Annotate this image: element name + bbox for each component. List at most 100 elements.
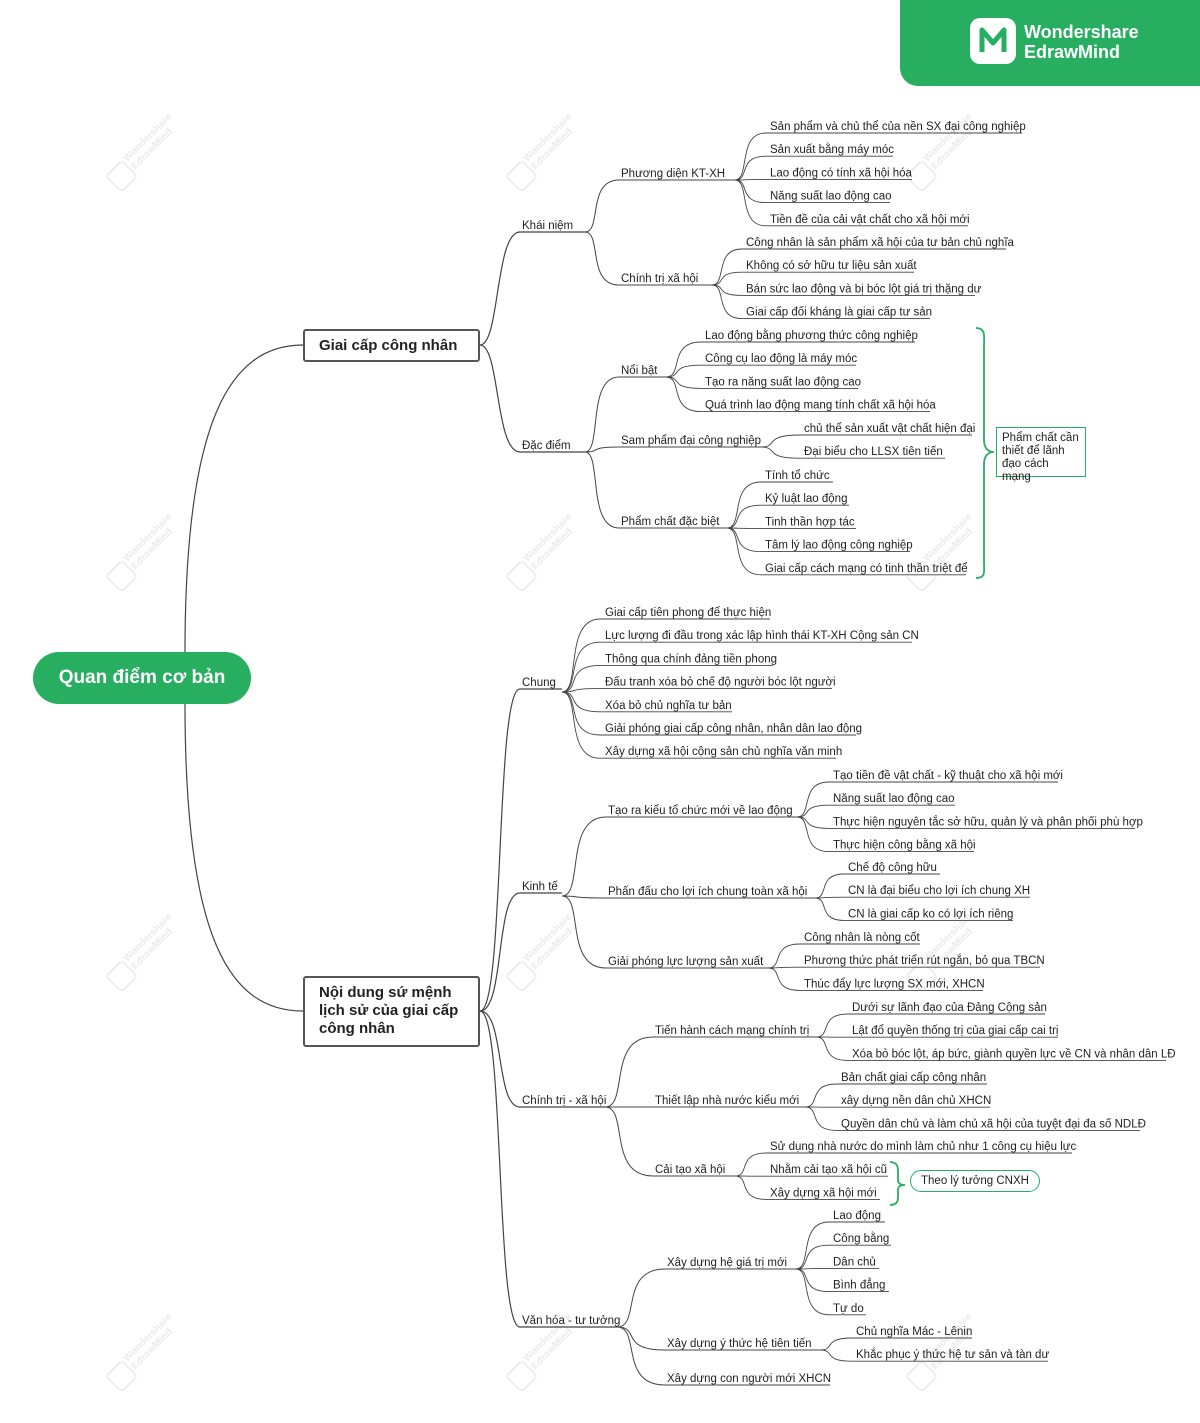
connector-node-pham-chat-dac-biet-1 [726,504,762,529]
node-phan-dau-loi-ich[interactable]: Phấn đấu cho lợi ích chung toàn xã hội [608,886,807,898]
node-pham-chat-dac-biet-item[interactable]: Tính tổ chức [765,470,830,482]
node-cach-mang-chinh-tri-item[interactable]: Dưới sự lãnh đạo của Đảng Cộng sản [852,1002,1047,1014]
brand-name-line2: EdrawMind [1024,42,1121,62]
node-y-thuc-he-tien-tien-item[interactable]: Chủ nghĩa Mác - Lênin [856,1326,972,1338]
connector-gccn-khainiem [479,231,585,346]
node-san-pham-dai-cong-nghiep-item[interactable]: chủ thể sản xuất vật chất hiện đại [804,423,975,435]
node-phuong-dien-kt-xh-item[interactable]: Năng suất lao động cao [770,191,891,203]
node-noi-bat-item[interactable]: Tạo ra năng suất lao động cao [705,376,861,388]
node-phuong-dien-kt-xh-item[interactable]: Sản phẩm và chủ thể của nền SX đại công … [770,121,1026,133]
note-theo-ly-tuong-cnxh[interactable]: Theo lý tưởng CNXH [910,1170,1040,1192]
node-he-gia-tri-moi[interactable]: Xây dựng hệ giá trị mới [667,1257,787,1269]
node-chinh-tri-xa-hoi-kn-item[interactable]: Bán sức lao động và bị bóc lột giá trị t… [746,283,982,295]
node-pham-chat-dac-biet-item[interactable]: Tâm lý lao động công nghiệp [765,540,913,552]
node-pham-chat-dac-biet-item[interactable]: Kỷ luật lao động [765,493,847,505]
connector-node-noi-bat-0 [665,341,702,378]
node-con-nguoi-moi-xhcn[interactable]: Xây dựng con người mới XHCN [667,1373,831,1385]
node-cai-tao-xa-hoi-item[interactable]: Xây dựng xã hội mới [770,1187,877,1199]
node-he-gia-tri-moi-item[interactable]: Lao động [833,1210,881,1222]
connector-node-cai-tao-xa-hoi [604,1106,654,1177]
connector-node-giai-phong-lluc-sx-0 [767,943,801,969]
node-chung-item[interactable]: Xóa bỏ chủ nghĩa tư bản [605,700,732,712]
connector-chung-1 [561,641,601,693]
connector-root-gccn [184,344,304,653]
node-nha-nuoc-kieu-moi-item[interactable]: Quyền dân chủ và làm chủ xã hội của tuyệ… [841,1118,1146,1130]
node-van-hoa-tu-tuong[interactable]: Văn hóa - tư tưởng [522,1315,620,1327]
node-noi-bat-item[interactable]: Quá trình lao động mang tính chất xã hội… [705,400,936,412]
node-he-gia-tri-moi-item[interactable]: Bình đẳng [833,1279,885,1292]
node-cai-tao-xa-hoi-item[interactable]: Nhằm cải tạo xã hội cũ [770,1163,887,1176]
main-topic-giai-cap-cong-nhan[interactable]: Giai cấp công nhân [303,329,480,362]
node-san-pham-dai-cong-nghiep-item[interactable]: Đại biểu cho LLSX tiên tiến [804,446,943,458]
node-chinh-tri-xa-hoi-kn[interactable]: Chính trị xã hội [621,273,698,285]
node-chung-item[interactable]: Giai cấp tiên phong để thực hiện [605,607,771,619]
node-chung-item[interactable]: Thông qua chính đảng tiền phong [605,653,777,665]
node-dac-diem[interactable]: Đặc điểm [522,440,571,452]
node-phuong-dien-kt-xh-item[interactable]: Tiền đề của cải vật chất cho xã hội mới [770,214,970,226]
node-chung-item[interactable]: Giải phóng giai cấp công nhân, nhân dân … [605,723,862,735]
node-phuong-dien-kt-xh[interactable]: Phương diện KT-XH [621,168,725,180]
connector-node-he-gia-tri-moi [616,1268,666,1328]
connector-node-san-pham-dai-cong-nghiep [584,446,620,453]
node-cach-mang-chinh-tri[interactable]: Tiến hành cách mạng chính trị [655,1025,809,1037]
node-to-chuc-lao-dong-item[interactable]: Thực hiện công bằng xã hội [833,839,976,852]
node-giai-phong-lluc-sx-item[interactable]: Phương thức phát triển rút ngắn, bỏ qua … [804,954,1045,967]
node-chung-item[interactable]: Đấu tranh xóa bỏ chế độ người bóc lột ng… [605,677,836,689]
node-phuong-dien-kt-xh-item[interactable]: Lao động có tính xã hội hóa [770,167,913,179]
node-chung-item[interactable]: Lực lượng đi đầu trong xác lập hình thái… [605,630,919,642]
node-to-chuc-lao-dong-item[interactable]: Tạo tiền đề vật chất - kỹ thuật cho xã h… [833,770,1063,782]
node-cai-tao-xa-hoi-item[interactable]: Sử dụng nhà nước do mình làm chủ như 1 c… [770,1141,1076,1153]
node-he-gia-tri-moi-item[interactable]: Dân chủ [833,1256,876,1268]
node-giai-phong-lluc-sx-item[interactable]: Thúc đẩy lực lượng SX mới, XHCN [804,978,985,990]
node-cai-tao-xa-hoi[interactable]: Cải tạo xã hội [655,1164,725,1176]
node-pham-chat-dac-biet-item[interactable]: Giai cấp cách mạng có tinh thần triệt để [765,563,968,575]
node-pham-chat-dac-biet-item[interactable]: Tinh thần hợp tác [765,516,855,528]
node-y-thuc-he-tien-tien-item[interactable]: Khắc phục ý thức hệ tư sản và tàn dư [856,1348,1049,1361]
node-phan-dau-loi-ich-item[interactable]: Chế độ công hữu [848,862,937,874]
node-san-pham-dai-cong-nghiep[interactable]: Sam phẩm đại công nghiệp [621,435,761,447]
node-chinh-tri-xa-hoi[interactable]: Chính trị - xã hội [522,1095,606,1107]
node-chung[interactable]: Chung [522,677,556,689]
node-he-gia-tri-moi-item[interactable]: Công bằng [833,1232,889,1245]
connector-gccn-dacdiem [479,344,585,453]
node-nha-nuoc-kieu-moi[interactable]: Thiết lập nhà nước kiểu mới [655,1095,799,1107]
node-chinh-tri-xa-hoi-kn-item[interactable]: Không có sở hữu tư liệu sản xuất [746,260,917,272]
node-nha-nuoc-kieu-moi-item[interactable]: xây dựng nền dân chủ XHCN [841,1095,991,1107]
connector-node-noi-bat-1 [665,364,702,378]
node-khai-niem[interactable]: Khái niệm [522,220,573,232]
node-y-thuc-he-tien-tien[interactable]: Xây dựng ý thức hệ tiên tiến [667,1338,812,1350]
node-he-gia-tri-moi-item[interactable]: Tự do [833,1303,864,1315]
connector-node-to-chuc-lao-dong-1 [796,804,830,818]
connector-node-phuong-dien-kt-xh-0 [734,132,767,181]
node-phan-dau-loi-ich-item[interactable]: CN là đại biểu cho lợi ích chung XH [848,885,1030,897]
node-to-chuc-lao-dong-item[interactable]: Năng suất lao động cao [833,793,954,805]
note-pham-chat-can-thiet[interactable]: Phẩm chất cần thiết để lãnh đạo cách mạn… [996,427,1086,483]
node-chung-item[interactable]: Xây dựng xã hội cộng sản chủ nghĩa văn m… [605,746,842,758]
connector-node-giai-phong-lluc-sx [561,895,607,969]
node-phan-dau-loi-ich-item[interactable]: CN là giai cấp ko có lợi ích riêng [848,908,1013,920]
node-phuong-dien-kt-xh-item[interactable]: Sản xuất bằng máy móc [770,143,894,156]
node-noi-bat-item[interactable]: Lao động bằng phương thức công nghiệp [705,329,918,342]
connector-node-cach-mang-chinh-tri-0 [815,1013,849,1038]
node-giai-phong-lluc-sx-item[interactable]: Công nhân là nòng cốt [804,932,921,944]
connector-node-chinh-tri-xa-hoi-kn-3 [711,284,743,320]
node-noi-bat[interactable]: Nổi bật [621,365,658,377]
node-to-chuc-lao-dong[interactable]: Tạo ra kiểu tổ chức mới về lao động [608,805,793,817]
node-kinh-te[interactable]: Kinh tế [522,881,558,893]
node-cach-mang-chinh-tri-item[interactable]: Lật đổ quyền thống trị của giai cấp cai … [852,1025,1059,1037]
main-topic-noi-dung-su-menh[interactable]: Nội dung sứ mệnh lịch sử của giai cấp cô… [303,976,480,1047]
node-noi-bat-item[interactable]: Công cụ lao động là máy móc [705,353,857,365]
connector-node-y-thuc-he-tien-tien [616,1326,666,1351]
node-nha-nuoc-kieu-moi-item[interactable]: Bản chất giai cấp công nhân [841,1072,986,1084]
root-topic[interactable]: Quan điểm cơ bản [33,652,251,704]
node-pham-chat-dac-biet[interactable]: Phẩm chất đặc biệt [621,516,720,528]
node-chinh-tri-xa-hoi-kn-item[interactable]: Giai cấp đối kháng là giai cấp tư sản [746,307,932,319]
connector-node-pham-chat-dac-biet-3 [726,527,762,553]
node-chinh-tri-xa-hoi-kn-item[interactable]: Công nhân là sản phẩm xã hội của tư bản … [746,237,1015,249]
connector-chung-2 [561,664,601,693]
connector-node-pham-chat-dac-biet-0 [726,481,762,529]
connector-chung-4 [561,691,601,713]
node-cach-mang-chinh-tri-item[interactable]: Xóa bỏ bóc lột, áp bức, giành quyền lực … [852,1048,1176,1060]
node-giai-phong-lluc-sx[interactable]: Giải phóng lực lượng sản xuất [608,956,764,968]
node-to-chuc-lao-dong-item[interactable]: Thực hiện nguyên tắc sở hữu, quản lý và … [833,815,1143,828]
